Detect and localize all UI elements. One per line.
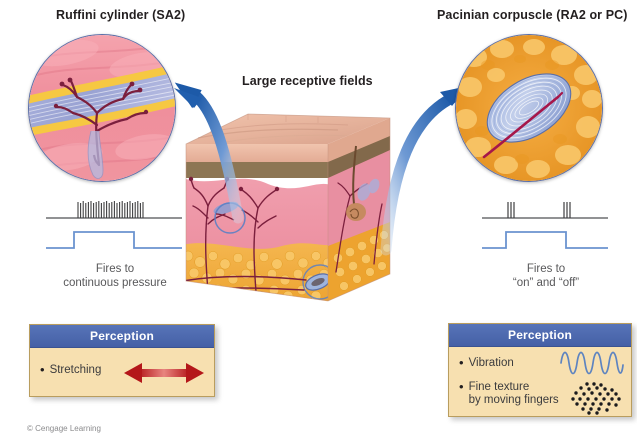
ruffini-response-trace xyxy=(44,196,184,258)
perception-header-left: Perception xyxy=(30,325,214,348)
perception-item-label: Stretching xyxy=(49,364,102,376)
pacinian-response-trace xyxy=(480,196,610,258)
pacinian-corpuscle-inset xyxy=(455,34,603,182)
ruffini-response-caption: Fires to continuous pressure xyxy=(36,262,194,290)
ruffini-panel-title: Ruffini cylinder (SA2) xyxy=(56,8,186,22)
pacinian-caption-line1: Fires to xyxy=(526,263,566,275)
perception-body-left: • Stretching xyxy=(30,348,214,394)
center-caption: Large receptive fields xyxy=(242,74,373,88)
skin-cross-section-block xyxy=(178,96,398,328)
perception-item-label: Vibration xyxy=(468,357,514,369)
pacinian-caption-line2: “on” and “off” xyxy=(512,277,580,289)
perception-item-label-group: Fine texture by moving fingers xyxy=(469,381,559,408)
bullet-icon: • xyxy=(40,362,45,377)
pacinian-panel-title: Pacinian corpuscle (RA2 or PC) xyxy=(437,8,628,22)
perception-item-fine-texture: • Fine texture by moving fingers xyxy=(459,378,623,408)
pacinian-response-caption: Fires to “on” and “off” xyxy=(478,262,614,290)
ruffini-caption-line1: Fires to xyxy=(95,263,135,275)
perception-body-right: • Vibration • Fine texture by moving fin… xyxy=(449,347,631,415)
perception-header-right: Perception xyxy=(449,324,631,347)
ruffini-caption-line2: continuous pressure xyxy=(63,277,167,289)
perception-item-vibration: • Vibration xyxy=(459,355,623,371)
perception-item-label: Fine texture xyxy=(468,380,530,393)
bullet-icon: • xyxy=(459,378,464,394)
ruffini-perception-box: Perception • Stretching xyxy=(29,324,215,397)
bullet-icon: • xyxy=(459,355,464,370)
copyright-credit: © Cengage Learning xyxy=(27,424,101,433)
perception-item-stretching: • Stretching xyxy=(40,362,206,378)
ruffini-cylinder-inset xyxy=(28,34,176,182)
perception-item-label-line2: by moving fingers xyxy=(468,394,559,406)
pacinian-perception-box: Perception • Vibration • Fine texture by… xyxy=(448,323,632,417)
